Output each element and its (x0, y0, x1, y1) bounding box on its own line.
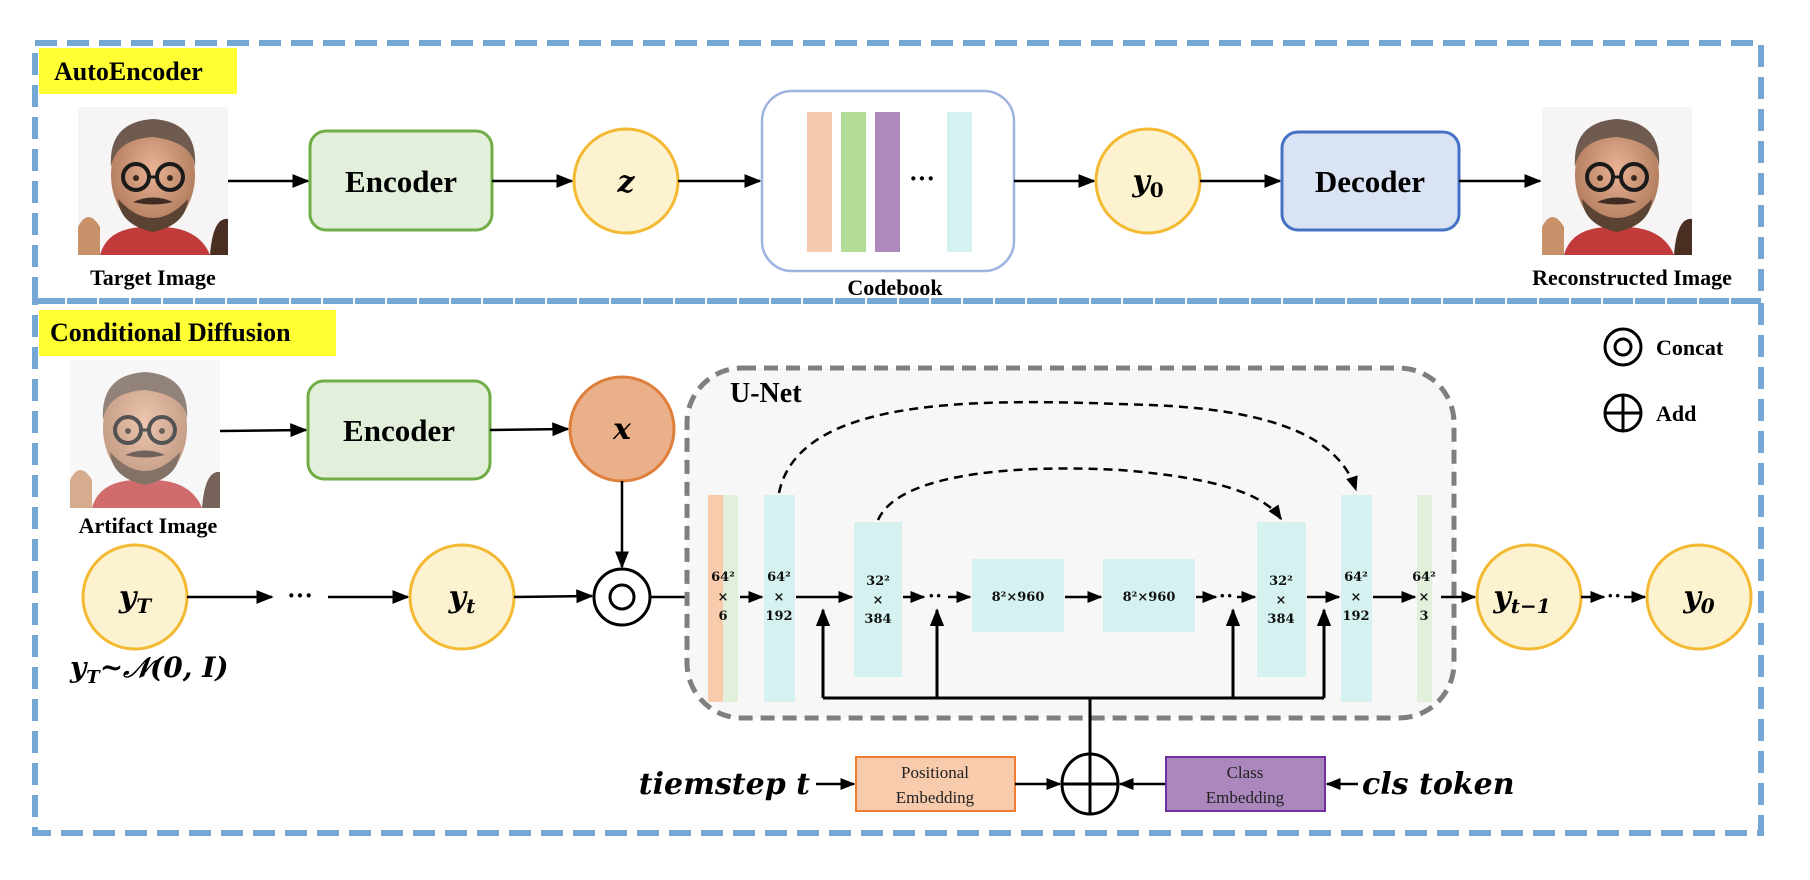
arrow-yt-to-concat (513, 589, 594, 604)
unet-up-dots: ·· (1219, 583, 1234, 608)
svg-text:×: × (873, 593, 884, 608)
svg-text:64²: 64² (1344, 570, 1368, 585)
svg-text:×: × (1419, 590, 1430, 605)
codebook-label: Codebook (847, 275, 943, 300)
codebook-vector-2 (841, 112, 866, 252)
svg-text:6: 6 (718, 609, 727, 624)
arrow-artifact-to-encoder (219, 423, 308, 438)
skip-connection-inner (876, 467, 1283, 521)
svg-text:3: 3 (1419, 609, 1428, 624)
svg-text:×: × (774, 590, 785, 605)
y0-output-node (1645, 543, 1753, 651)
positional-embedding-label-1: Positional (901, 763, 969, 782)
svg-text:32²: 32² (1269, 574, 1293, 589)
svg-text:64²: 64² (1412, 570, 1436, 585)
encoder-label: Encoder (345, 164, 457, 199)
svg-text:384: 384 (864, 612, 891, 627)
unet-block-3 (854, 522, 902, 677)
reconstructed-image (1540, 105, 1694, 257)
unet-bottleneck-block-2 (1103, 559, 1195, 632)
class-embedding-label-1: Class (1227, 763, 1264, 782)
y0-label: y0 (1131, 164, 1163, 202)
reconstructed-image-label: Reconstructed Image (1532, 265, 1732, 290)
unet-block-7-dims: 64² × 192 (1342, 570, 1369, 624)
svg-text:×: × (718, 590, 729, 605)
unet-block-6-dims: 32² × 384 (1267, 574, 1294, 627)
yT-label: yT (118, 580, 153, 618)
class-embedding-box (1165, 756, 1326, 812)
artifact-image-label: Artifact Image (79, 513, 218, 538)
unet-bottleneck-2-dims: 8²×960 (1123, 590, 1176, 605)
unet-block-6 (1257, 522, 1306, 677)
target-image (76, 105, 230, 257)
legend-add-label: Add (1656, 401, 1696, 426)
unet-label: U-Net (730, 378, 802, 409)
x-label: x (612, 412, 632, 447)
diffusion-encoder-label: Encoder (343, 413, 455, 448)
svg-text:64²: 64² (711, 570, 735, 585)
decoder-label: Decoder (1315, 164, 1425, 199)
unet-block-2-dims: 64² × 192 (765, 570, 792, 624)
chain-ellipsis: ··· (287, 581, 313, 610)
unet-input-block-cond (723, 495, 738, 702)
unet-block-1-dims: 64² × 6 (711, 570, 735, 624)
prior-distribution-label: yT~𝒩(0, I) (69, 651, 229, 688)
unet-bottleneck-block-1 (972, 559, 1064, 632)
unet-box (684, 365, 1457, 721)
yt-minus-1-label: yt−1 (1492, 580, 1550, 618)
target-image-label: Target Image (90, 265, 216, 290)
unet-input-block-noise (708, 495, 723, 702)
svg-text:192: 192 (765, 609, 792, 624)
autoencoder-section-label-bg (39, 48, 237, 94)
diffusion-section-border (32, 298, 1764, 836)
svg-text:384: 384 (1267, 612, 1294, 627)
codebook-vector-n (947, 112, 972, 252)
arrow-encoder-to-x (489, 422, 570, 437)
unet-block-8-dims: 64² × 3 (1412, 570, 1436, 624)
svg-text:×: × (1276, 593, 1287, 608)
svg-text:32²: 32² (866, 574, 890, 589)
class-embedding-label-2: Embedding (1206, 788, 1285, 807)
cls-token-label: cls token (1362, 767, 1515, 802)
legend-add-icon (1603, 393, 1643, 433)
legend-concat-icon (1603, 327, 1643, 367)
svg-text:×: × (1351, 590, 1362, 605)
unet-bottleneck-1-dims: 8²×960 (992, 590, 1045, 605)
z-label: z (616, 165, 635, 200)
unet-down-dots: ·· (928, 583, 943, 608)
concat-icon (592, 567, 652, 627)
unet-block-3-dims: 32² × 384 (864, 574, 891, 627)
diffusion-section-label-bg (39, 310, 336, 356)
unet-block-7 (1341, 495, 1372, 702)
svg-text:192: 192 (1342, 609, 1369, 624)
autoencoder-section-label: AutoEncoder (54, 57, 203, 86)
positional-embedding-box (855, 756, 1016, 812)
svg-text:64²: 64² (767, 570, 791, 585)
yt-label: yt (448, 580, 476, 618)
codebook-vector-3 (875, 112, 900, 252)
output-chain-dots: ·· (1607, 583, 1622, 608)
y0-output-label: y0 (1682, 580, 1714, 618)
artifact-image (68, 358, 222, 510)
positional-embedding-label-2: Embedding (896, 788, 975, 807)
codebook-ellipsis: ··· (909, 164, 935, 193)
unet-output-block (1417, 495, 1432, 702)
diffusion-section-label: Conditional Diffusion (50, 318, 291, 347)
legend-concat-label: Concat (1656, 335, 1724, 360)
unet-block-2 (764, 495, 795, 702)
codebook-vector-1 (807, 112, 832, 252)
skip-connection-outer (777, 400, 1358, 494)
timestep-label: tiemstep t (639, 767, 810, 802)
add-icon (1060, 752, 1120, 816)
